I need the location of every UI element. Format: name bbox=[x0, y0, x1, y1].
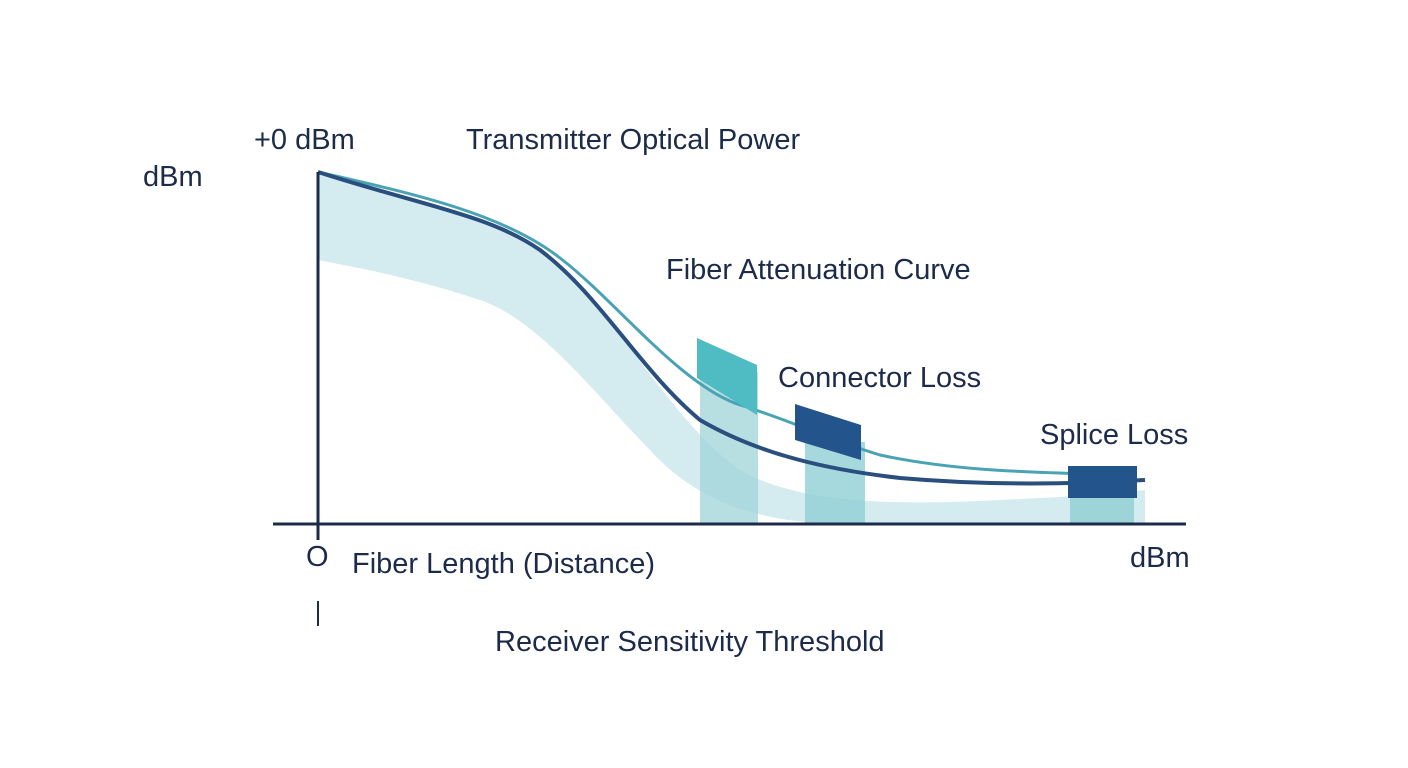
y-axis-unit-label: dBm bbox=[143, 161, 203, 193]
origin-label: O bbox=[306, 541, 329, 573]
fiber-curve-label: Fiber Attenuation Curve bbox=[666, 254, 971, 286]
x-axis-label: Fiber Length (Distance) bbox=[352, 548, 655, 580]
splice-loss-block bbox=[1068, 466, 1137, 498]
fiber-attenuation-curve bbox=[317, 170, 1146, 486]
attenuation-curve-light bbox=[317, 170, 1091, 476]
x-axis-end-unit-label: dBm bbox=[1130, 542, 1190, 574]
connector-loss-block-1 bbox=[697, 338, 757, 415]
attenuation-band bbox=[318, 172, 1145, 524]
connector-loss-block-2 bbox=[795, 404, 861, 460]
transmitter-label: Transmitter Optical Power bbox=[466, 124, 800, 156]
receiver-threshold-label: Receiver Sensitivity Threshold bbox=[495, 626, 885, 658]
splice-loss-label: Splice Loss bbox=[1040, 419, 1188, 451]
connector-loss-label: Connector Loss bbox=[778, 362, 981, 394]
top-power-label: +0 dBm bbox=[254, 124, 355, 156]
